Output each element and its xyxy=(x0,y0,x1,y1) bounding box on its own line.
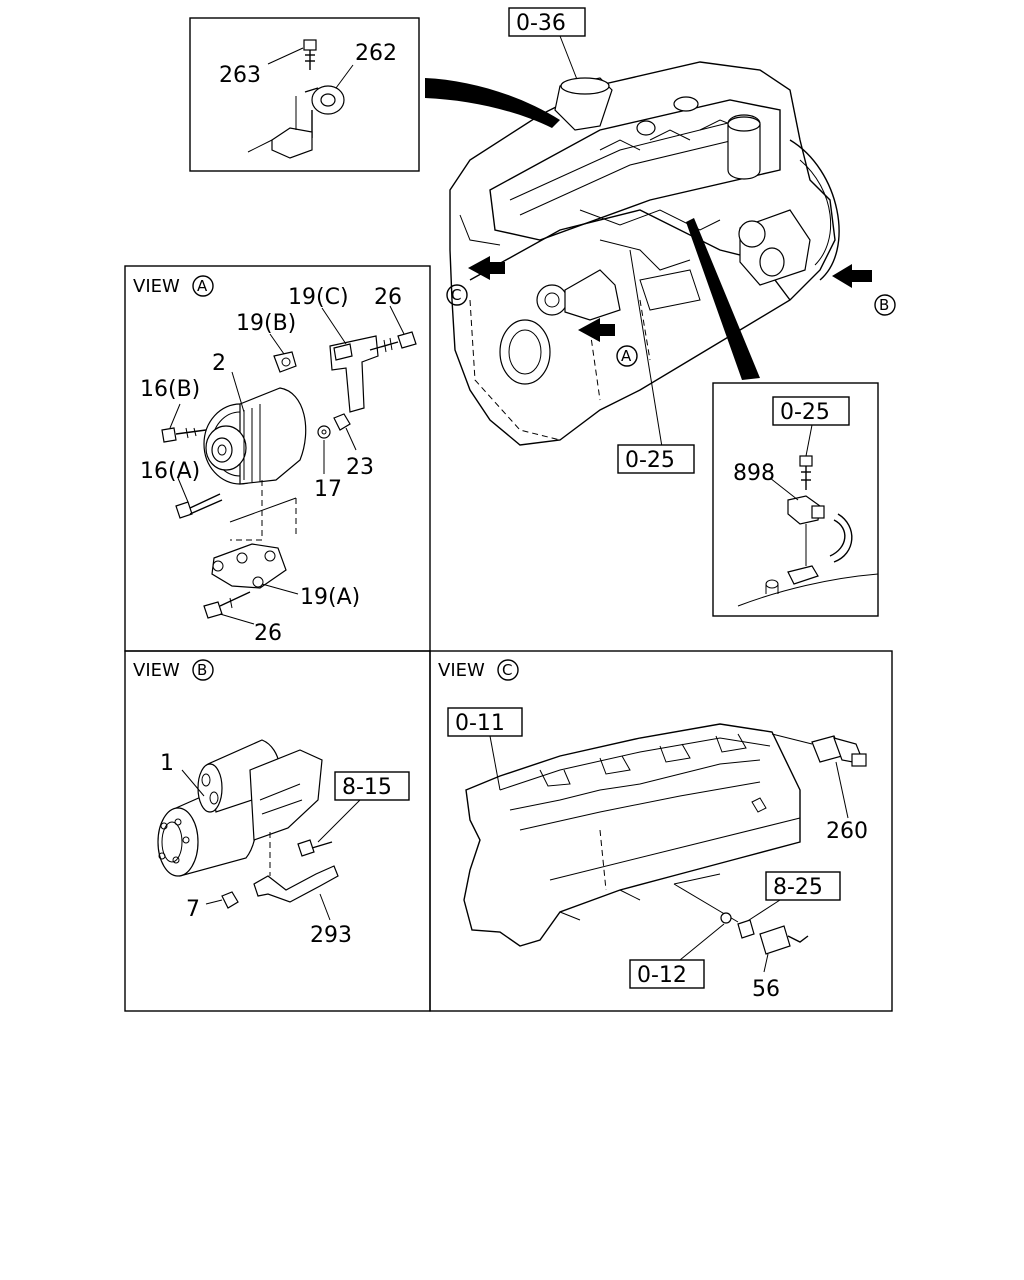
part-label-1: 1 xyxy=(160,751,174,776)
view-b-panel: VIEW B 8-15 1 7 293 xyxy=(124,650,431,1012)
detail-pointer-arrow xyxy=(686,218,760,380)
ref-box-0-25-main xyxy=(617,444,695,474)
part-label-56: 56 xyxy=(752,977,780,1002)
ref-box-0-36 xyxy=(508,7,586,37)
inset-sensor-detail: 0-25 898 xyxy=(712,382,879,617)
view-a-panel: VIEW A xyxy=(124,265,431,652)
view-arrow-c xyxy=(468,256,505,280)
part-label-19c: 19(C) xyxy=(288,285,349,310)
view-c-panel: VIEW C 0-11 8-25 0-12 xyxy=(429,650,893,1012)
inset-pointer-arrow xyxy=(425,78,560,128)
view-b-prefix: VIEW xyxy=(133,660,180,681)
ref-0-12: 0-12 xyxy=(637,963,687,988)
view-c-letter: C xyxy=(502,661,512,679)
ref-0-25-main: 0-25 xyxy=(625,448,675,473)
inset-bracket-detail: 263 262 xyxy=(189,17,420,172)
ref-0-25-detail: 0-25 xyxy=(780,400,830,425)
part-label-16a: 16(A) xyxy=(140,459,200,484)
ref-box-8-15 xyxy=(334,771,410,801)
part-label-293: 293 xyxy=(310,923,352,948)
ref-box-8-25 xyxy=(765,871,841,901)
part-label-26-top: 26 xyxy=(374,285,402,310)
ref-0-36: 0-36 xyxy=(516,11,566,36)
ref-8-15: 8-15 xyxy=(342,775,392,800)
part-label-26-bottom: 26 xyxy=(254,621,282,646)
ref-8-25: 8-25 xyxy=(773,875,823,900)
view-marker-b: B xyxy=(879,296,889,314)
view-marker-c: C xyxy=(451,286,461,304)
part-label-23: 23 xyxy=(346,455,374,480)
part-label-263: 263 xyxy=(219,63,261,88)
ref-box-0-11 xyxy=(447,707,523,737)
view-a-prefix: VIEW xyxy=(133,276,180,297)
view-c-prefix: VIEW xyxy=(438,660,485,681)
view-a-letter: A xyxy=(197,277,208,295)
part-label-17: 17 xyxy=(314,477,342,502)
view-b-letter: B xyxy=(197,661,207,679)
part-label-2: 2 xyxy=(212,351,226,376)
part-label-19a: 19(A) xyxy=(300,585,360,610)
part-label-16b: 16(B) xyxy=(140,377,200,402)
view-arrow-b xyxy=(832,264,872,288)
ref-0-11: 0-11 xyxy=(455,711,505,736)
part-label-19b: 19(B) xyxy=(236,311,296,336)
part-label-260: 260 xyxy=(826,819,868,844)
engine-assembly-drawing: 0-36 xyxy=(446,7,896,474)
view-arrow-a xyxy=(578,318,615,342)
part-label-262: 262 xyxy=(355,41,397,66)
part-label-898: 898 xyxy=(733,461,775,486)
view-marker-a: A xyxy=(621,347,632,365)
part-label-7: 7 xyxy=(186,897,200,922)
ref-box-0-25-detail xyxy=(772,396,850,426)
ref-box-0-12 xyxy=(629,959,705,989)
